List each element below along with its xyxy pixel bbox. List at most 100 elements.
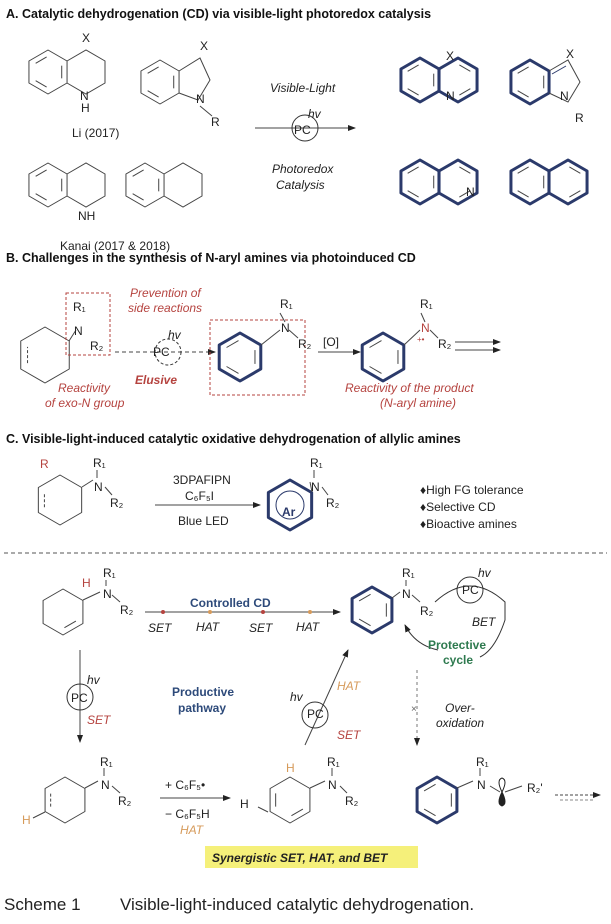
ref-li: Li (2017) (72, 126, 119, 140)
double-bond (226, 340, 239, 348)
atom-x: X (82, 31, 90, 45)
r1-label: R₁ (103, 566, 116, 580)
bond (489, 785, 501, 793)
bond (339, 785, 348, 794)
double-bond (517, 190, 529, 198)
r2-label: R₂ (110, 496, 124, 510)
hv-label: hv (87, 673, 101, 687)
ring (415, 775, 459, 825)
ring (44, 776, 86, 824)
double-bond (369, 366, 382, 374)
double-bond (358, 593, 371, 602)
double-bond (459, 190, 471, 198)
pc-label: PC (153, 345, 170, 359)
ar-label: Ar (282, 505, 296, 519)
r1-label: R₁ (280, 297, 293, 311)
double-bond (369, 340, 382, 348)
elusive-text: Elusive (135, 373, 177, 387)
bond (391, 591, 401, 599)
pathway-label: pathway (178, 701, 226, 715)
feature-item: ♦High FG tolerance (420, 483, 524, 497)
step-dot (308, 610, 312, 614)
double-bond (35, 193, 47, 201)
atom-n: N (196, 92, 205, 106)
r1-label: R₁ (420, 297, 433, 311)
pc-label: PC (462, 583, 479, 597)
caption-text: Visible-light-induced catalytic dehydrog… (120, 895, 474, 914)
bond (429, 329, 439, 339)
double-bond (132, 169, 144, 177)
photocatalyst-cycle-icon (456, 576, 484, 604)
ring (42, 588, 84, 636)
p-orbital-icon (498, 777, 506, 794)
ring (350, 585, 394, 635)
ring (437, 56, 479, 104)
double-bond (517, 90, 529, 98)
double-bond (358, 618, 371, 627)
step-label: SET (249, 621, 274, 635)
atom-n: N (560, 89, 569, 103)
double-bond (517, 66, 529, 74)
photoredox-label: Photoredox (272, 162, 334, 176)
double-bond (407, 166, 419, 174)
bond (403, 329, 421, 346)
bond (288, 329, 299, 339)
pc-label: PC (307, 707, 324, 721)
oxidant-label: [O] (323, 335, 339, 349)
productive-arrow (304, 649, 349, 746)
n-label: N (103, 587, 112, 601)
r2-label: R₂ (298, 337, 312, 351)
pc-label: PC (294, 123, 311, 137)
highlight-box (65, 292, 111, 356)
r1-label: R₁ (327, 755, 340, 769)
n-label: N (311, 480, 320, 494)
prevention-text: Prevention of (130, 286, 202, 300)
r2-label: R₂ (420, 604, 434, 618)
atom-r: R (211, 115, 220, 129)
r2-label: R₂ (438, 337, 452, 351)
oxidation-label: oxidation (436, 716, 484, 730)
bond (178, 57, 211, 101)
bond (321, 486, 329, 496)
bond (551, 65, 567, 75)
r2-prime-label: R₂' (527, 781, 543, 795)
n-label: N (477, 778, 486, 792)
photocatalyst-cycle-icon (301, 701, 329, 729)
double-bond (459, 64, 471, 72)
minus-h-label: − C₆F₅H (165, 807, 210, 821)
bond (81, 479, 94, 488)
n-label: N (328, 778, 337, 792)
bond (199, 105, 213, 117)
photocatalyst-cycle-icon (154, 338, 182, 366)
bond (104, 486, 113, 496)
step-dot (261, 610, 265, 614)
structure-drawings (4, 49, 607, 825)
r-label: R (40, 457, 49, 471)
bond (309, 780, 326, 789)
r1-label: R₁ (402, 566, 415, 580)
protective-label: Protective (428, 638, 486, 652)
bond (111, 594, 121, 603)
reactivity-text: Reactivity (58, 381, 111, 395)
n-label: N (281, 321, 290, 335)
bond (82, 591, 101, 601)
atom-h: H (81, 101, 90, 115)
feature-list: ♦High FG tolerance ♦Selective CD ♦Bioact… (420, 483, 524, 531)
reagent-oxidant: C₆F₅I (185, 489, 214, 503)
ring (360, 331, 406, 383)
double-bond (35, 56, 47, 64)
atom-r: R (575, 111, 584, 125)
h-label: H (22, 813, 31, 827)
ref-kanai: Kanai (2017 & 2018) (60, 239, 170, 253)
step-label: SET (148, 621, 173, 635)
set-label: SET (87, 713, 112, 727)
r1-label: R₁ (93, 456, 106, 470)
section-a-title: A. Catalytic dehydrogenation (CD) via vi… (6, 7, 431, 21)
r1-label: R₁ (476, 755, 489, 769)
h-label: H (286, 761, 295, 775)
step-label: HAT (296, 620, 321, 634)
plus-radical-label: + C₆F₅• (165, 778, 205, 792)
double-bond (407, 190, 419, 198)
bond (163, 162, 203, 208)
